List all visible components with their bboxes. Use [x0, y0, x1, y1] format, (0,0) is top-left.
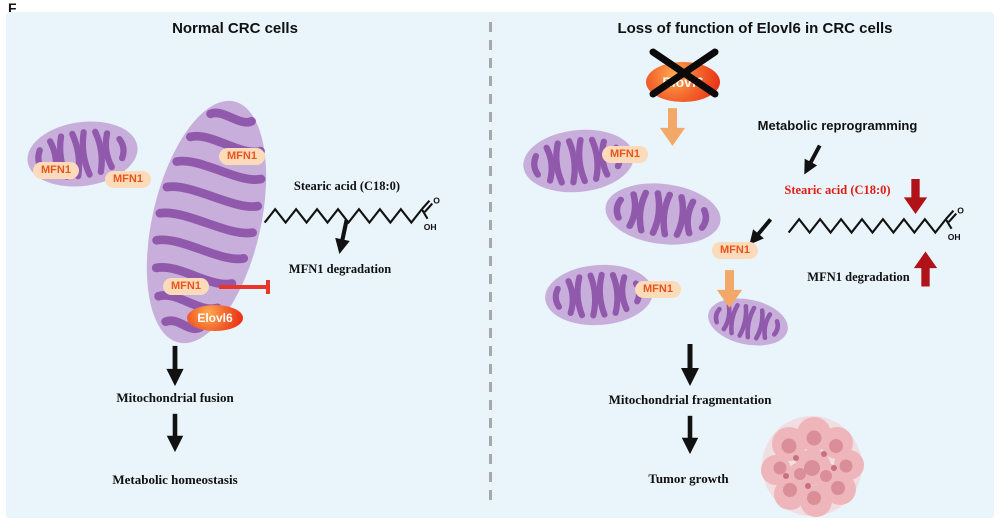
mfn1-badge-5: MFN1: [602, 146, 648, 163]
arrow-to-homeostasis: [164, 412, 186, 454]
red-up-arrow-degradation: [913, 251, 938, 287]
orange-down-arrow-elovl6: [659, 108, 686, 146]
elovl6-badge-left: Elovl6: [187, 305, 243, 331]
arrow-to-fragmentation: [679, 342, 701, 388]
metabolic-homeostasis-label: Metabolic homeostasis: [112, 472, 238, 487]
mfn1-badge-4: MFN1: [163, 278, 209, 295]
arrow-to-tumor-growth: [679, 414, 701, 456]
figure-label: F: [8, 0, 17, 16]
tumor-growth-label: Tumor growth: [648, 471, 729, 486]
stearic-acid-chain-left: [263, 194, 442, 234]
elovl6-badge-right: Elovl6: [646, 62, 720, 102]
inhibition-tbar: [219, 280, 270, 294]
panel-divider: [489, 22, 492, 508]
mfn1-degradation-label-right: MFN1 degradation: [807, 270, 910, 284]
mfn1-badge-1: MFN1: [33, 162, 79, 179]
mfn1-badge-6: MFN1: [712, 242, 758, 259]
arrow-to-fusion: [164, 344, 186, 388]
mfn1-badge-2: MFN1: [105, 171, 151, 188]
mfn1-badge-7: MFN1: [635, 281, 681, 298]
stearic-acid-label-right: Stearic acid (C18:0): [784, 183, 891, 197]
metabolic-reprogramming-label: Metabolic reprogramming: [757, 118, 918, 133]
left-panel-title: Normal CRC cells: [172, 20, 298, 37]
mitochondrial-fragmentation-label: Mitochondrial fragmentation: [608, 392, 772, 407]
knockout-x-mark: [649, 48, 719, 98]
stearic-acid-label-left: Stearic acid (C18:0): [293, 179, 401, 193]
mfn1-degradation-label-left: MFN1 degradation: [288, 262, 392, 276]
mitochondrial-fusion-label: Mitochondrial fusion: [116, 390, 234, 405]
stearic-acid-chain-right: [787, 204, 966, 244]
mfn1-badge-3: MFN1: [219, 148, 265, 165]
tumor-illustration: [761, 416, 864, 517]
right-panel-title: Loss of function of Elovl6 in CRC cells: [617, 20, 893, 37]
orange-down-arrow-mfn1: [716, 270, 743, 308]
